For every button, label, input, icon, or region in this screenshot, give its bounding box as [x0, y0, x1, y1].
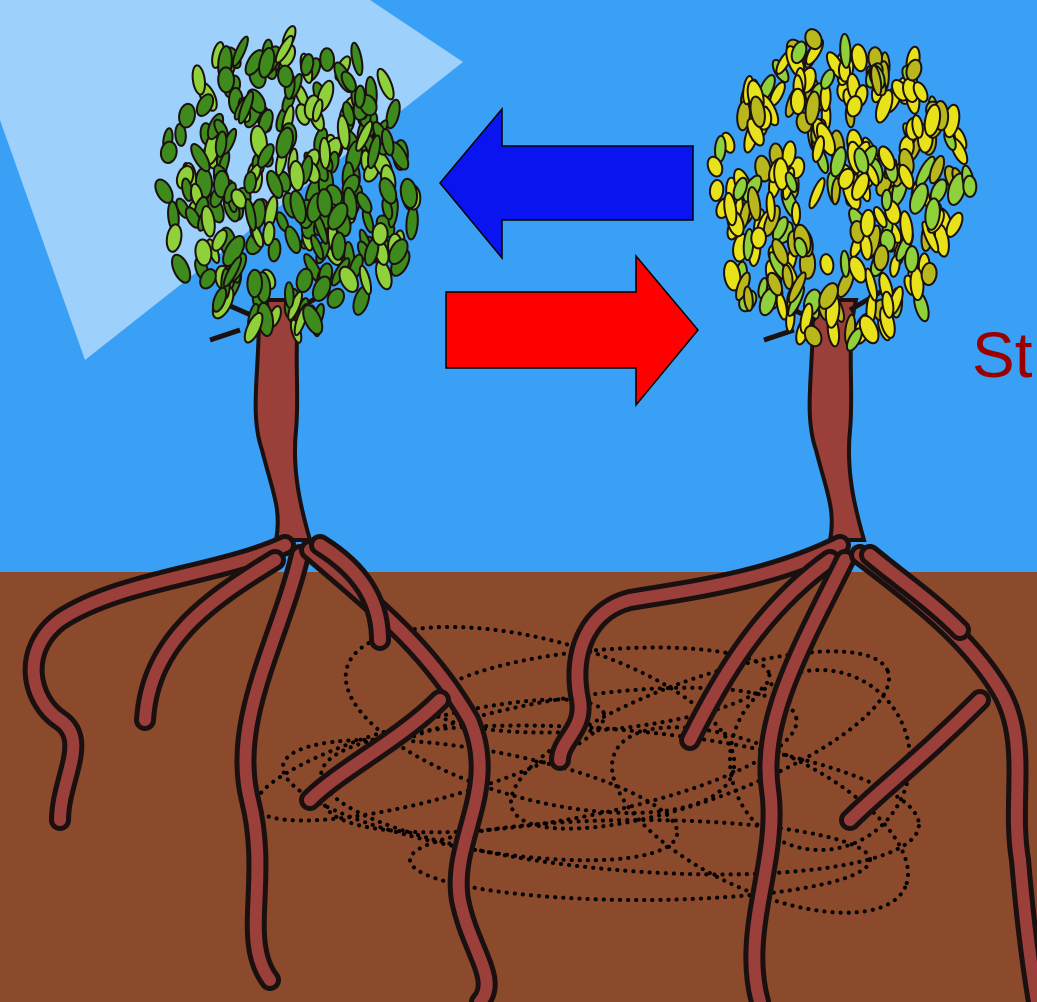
partial-label: St	[972, 323, 1032, 387]
leaf-icon	[963, 175, 977, 197]
leaf-icon	[399, 178, 419, 210]
leaf-icon	[791, 89, 805, 115]
right-tree-icon	[705, 27, 977, 540]
leaf-icon	[320, 48, 335, 71]
right-tree-crown	[705, 27, 977, 353]
leaf-icon	[277, 65, 294, 88]
right-arrow-icon	[446, 256, 698, 405]
left-arrow-icon	[440, 109, 693, 258]
leaf-icon	[247, 270, 262, 298]
leaf-icon	[405, 206, 419, 240]
leaf-icon	[807, 177, 828, 210]
right-root-icon	[560, 545, 1037, 1002]
leaf-icon	[319, 138, 331, 169]
leaf-icon	[372, 223, 388, 246]
left-root-icon	[34, 545, 487, 1002]
leaf-icon	[285, 282, 294, 308]
leaf-icon	[818, 68, 836, 91]
leaf-icon	[792, 202, 800, 225]
leaf-icon	[709, 179, 724, 201]
leaf-icon	[819, 253, 835, 275]
leaf-icon	[218, 67, 234, 92]
leaf-icon	[354, 85, 365, 107]
leaf-icon	[331, 232, 346, 260]
mycelium-strand	[730, 670, 910, 850]
leaf-icon	[282, 225, 303, 255]
leaf-icon	[882, 190, 892, 211]
leaf-icon	[751, 227, 766, 248]
leaf-icon	[905, 246, 919, 272]
left-tree-crown	[152, 24, 421, 344]
leaf-icon	[294, 267, 314, 293]
